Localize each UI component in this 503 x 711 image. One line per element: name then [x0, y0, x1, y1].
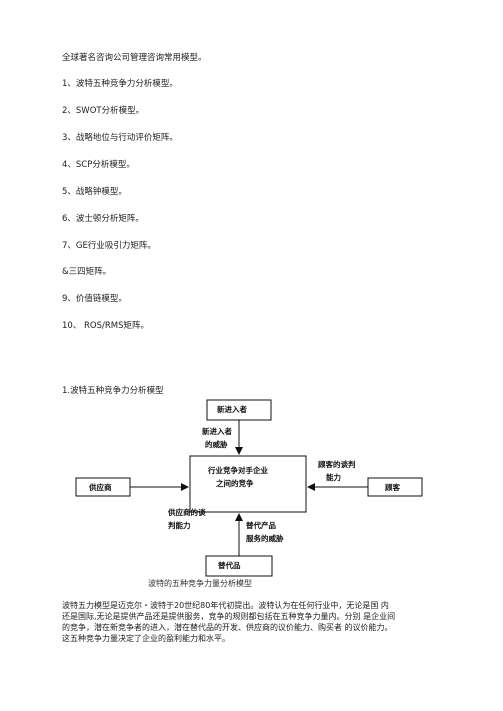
right-box-label: 顾客 — [385, 483, 400, 492]
section-title: 1.波特五种竞争力分析模型 — [62, 384, 164, 396]
paragraph-line: 还是国际,无论是提供产品还是提供服务，竞争的规则都包括在五种竞争力量内。分别 是… — [62, 612, 396, 621]
top-box-label: 新进入者 — [217, 405, 247, 414]
diagram-caption: 波特的五种竞争力量分析模型 — [148, 579, 252, 588]
list-item: 6、波士顿分析矩阵。 — [62, 214, 144, 224]
list-item: 5、战略钟模型。 — [62, 187, 127, 197]
intro-line: 全球著名咨询公司管理咨询常用模型。 — [62, 53, 207, 63]
list-item: 7、GE行业吸引力矩阵。 — [62, 241, 156, 251]
list-item: 1、波特五种竞争力分析模型。 — [62, 79, 178, 89]
section-title-text: 1.波特五种竞争力分析模型 — [62, 386, 164, 396]
list-item: 4、SCP分析模型。 — [62, 160, 135, 170]
right-arrow-label-1: 顾客的谈判 — [318, 460, 356, 469]
bottom-arrow-label-1: 替代产品 — [246, 521, 276, 530]
list-item: 3、战略地位与行动评价矩阵。 — [62, 133, 178, 143]
diagram-lines — [75, 399, 423, 577]
list-item: 2、SWOT分析模型。 — [62, 106, 145, 116]
center-box — [189, 455, 307, 513]
center-box-line1: 行业竞争对手企业 — [208, 466, 268, 475]
center-box-line2: 之间的竞争 — [216, 479, 254, 488]
paragraph-line: 的竞争，潜在新竞争者的进入，潜在替代品的开发、供应商的议价能力、购买者 的议价能… — [62, 623, 393, 632]
body-paragraph: 波特五力模型是迈克尔・波特于20世纪80年代初提出。波特认为在任何行业中，无论是… — [62, 600, 452, 644]
left-arrow-label-2: 判能力 — [168, 521, 191, 530]
bottom-arrow-label-2: 服务的威胁 — [246, 534, 284, 543]
paragraph-line: 波特五力模型是迈克尔・波特于20世纪80年代初提出。波特认为在任何行业中，无论是… — [62, 601, 389, 610]
left-arrow-label-1: 供应商的谈 — [168, 508, 206, 517]
right-arrow-label-2: 能力 — [326, 473, 341, 482]
left-box-label: 供应商 — [89, 483, 112, 492]
top-arrow-label-1: 新进入者 — [202, 427, 232, 436]
bottom-box-label: 替代品 — [218, 561, 241, 570]
list-item: &三四矩阵。 — [62, 267, 112, 277]
paragraph-line: 这五种竞争力量决定了企业的盈利能力和水平。 — [62, 634, 230, 643]
top-arrow-label-2: 的威胁 — [205, 440, 228, 449]
list-item: 9、价值链模型。 — [62, 294, 127, 304]
list-item: 10、 ROS/RMS矩阵。 — [62, 321, 150, 331]
five-forces-diagram: 新进入者 行业竞争对手企业 之间的竞争 供应商 顾客 替代品 新进入者 的威胁 … — [70, 395, 450, 587]
